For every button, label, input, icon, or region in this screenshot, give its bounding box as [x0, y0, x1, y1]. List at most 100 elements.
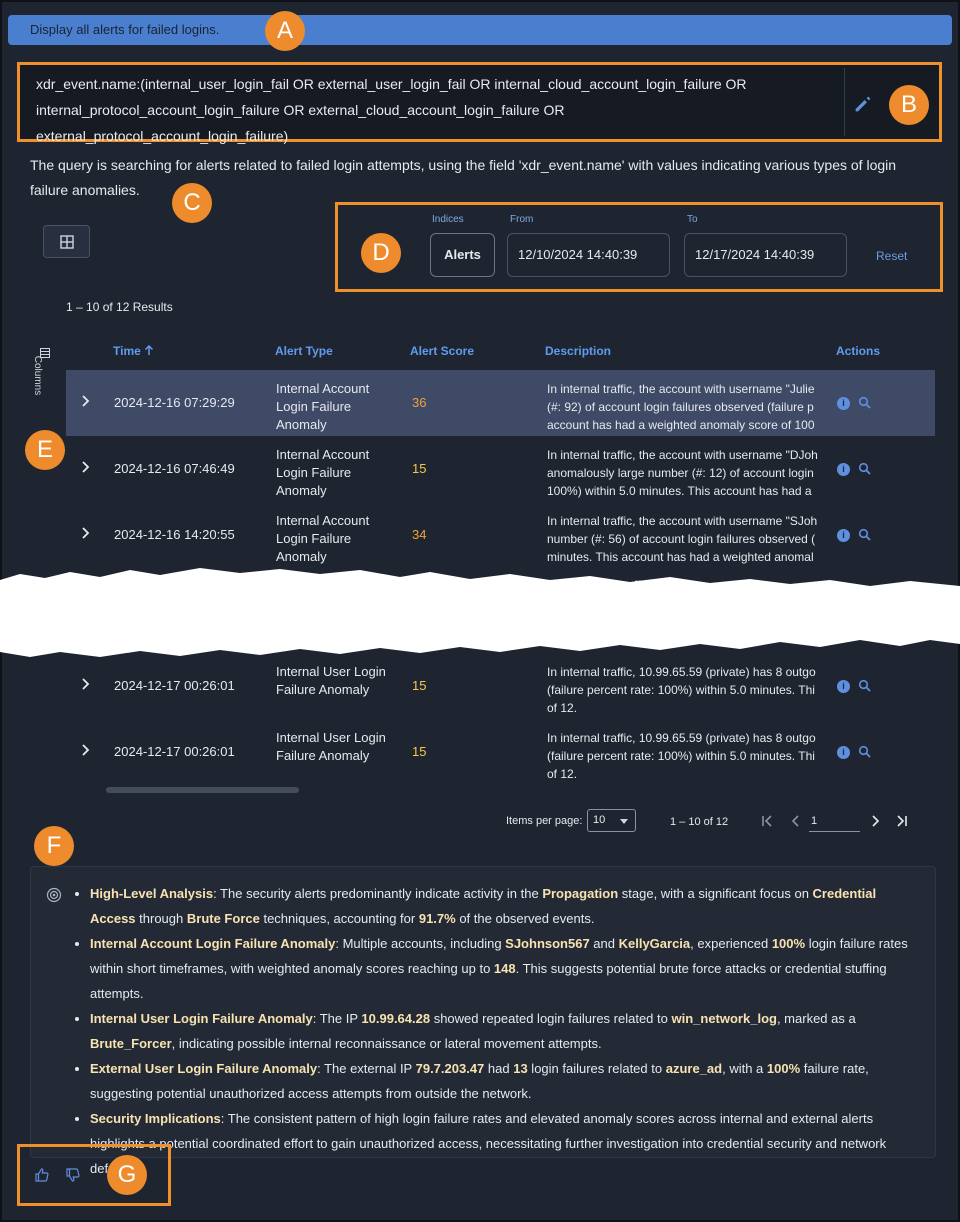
row-description: In internal traffic, the account with us…: [547, 446, 827, 500]
description-line: 100%) within 5.0 minutes. This account h…: [547, 484, 812, 498]
column-header-time[interactable]: Time: [113, 344, 154, 358]
chevron-right-icon[interactable]: [80, 394, 90, 408]
items-per-page-select[interactable]: 10: [587, 809, 636, 832]
row-alert-score: 15: [412, 461, 427, 476]
first-page-icon[interactable]: [760, 814, 774, 828]
column-header-label: Time: [113, 344, 141, 358]
chevron-right-icon[interactable]: [80, 526, 90, 540]
chevron-right-icon[interactable]: [80, 460, 90, 474]
items-per-page-label: Items per page:: [506, 815, 583, 827]
description-line: of 12.: [547, 701, 578, 715]
ai-sparkle-icon: [46, 887, 62, 903]
summary-text: through: [135, 911, 187, 926]
summary-text: : The security alerts predominantly indi…: [213, 886, 543, 901]
column-header-alert-type[interactable]: Alert Type: [275, 344, 333, 358]
reset-button[interactable]: Reset: [876, 249, 908, 263]
summary-highlight: Brute Force: [186, 911, 260, 926]
info-icon[interactable]: i: [837, 746, 850, 759]
last-page-icon[interactable]: [895, 814, 909, 828]
summary-highlight: Propagation: [542, 886, 619, 901]
search-icon[interactable]: [858, 528, 872, 542]
search-icon[interactable]: [858, 745, 872, 759]
table-row[interactable]: 2024-12-17 00:26:01 Internal User Login …: [66, 653, 935, 719]
column-header-alert-score[interactable]: Alert Score: [410, 344, 475, 358]
summary-text: and: [589, 936, 619, 951]
to-date-input[interactable]: 12/17/2024 14:40:39: [684, 233, 847, 277]
callout-badge-a: A: [265, 11, 305, 51]
search-icon[interactable]: [858, 396, 872, 410]
table-row[interactable]: 2024-12-16 14:20:55 Internal Account Log…: [66, 502, 935, 568]
query-explanation: The query is searching for alerts relate…: [30, 157, 897, 198]
thumbs-up-icon[interactable]: [34, 1167, 50, 1183]
table-row[interactable]: 2024-12-17 00:26:01 Internal User Login …: [66, 719, 935, 785]
summary-item-title: Internal User Login Failure Anomaly: [90, 1011, 313, 1026]
description-line: (#: 92) of account login failures observ…: [547, 400, 814, 414]
summary-highlight: 148: [493, 961, 516, 976]
column-header-description[interactable]: Description: [545, 344, 612, 358]
next-page-icon[interactable]: [868, 814, 882, 828]
query-line: internal_protocol_account_login_failure …: [36, 102, 565, 118]
row-description: In internal traffic, 10.99.65.59 (privat…: [547, 729, 827, 783]
thumbs-down-icon[interactable]: [65, 1167, 81, 1183]
summary-text: : The consistent pattern of high login f…: [90, 1111, 887, 1176]
query-text[interactable]: xdr_event.name:(internal_user_login_fail…: [36, 71, 836, 149]
sort-ascending-icon: [145, 344, 154, 355]
row-alert-score: 34: [412, 527, 427, 542]
summary-text: of the observed events.: [455, 911, 595, 926]
summary-text: login failure rates within short timefra…: [90, 936, 908, 976]
summary-highlight: 100%: [771, 936, 806, 951]
row-alert-score: 36: [412, 395, 427, 410]
torn-page-break: [0, 568, 960, 657]
column-header-actions: Actions: [836, 344, 881, 358]
page-number-input[interactable]: 1: [809, 812, 860, 832]
description-line: account has had a weighted anomaly score…: [547, 418, 815, 432]
from-label: From: [510, 214, 534, 225]
indices-select[interactable]: Alerts: [430, 233, 495, 277]
description-line: minutes. This account has had a weighted…: [547, 550, 814, 564]
info-icon[interactable]: i: [837, 529, 850, 542]
table-row[interactable]: 2024-12-16 07:46:49 Internal Account Log…: [66, 436, 935, 502]
previous-page-icon[interactable]: [789, 814, 803, 828]
search-icon[interactable]: [858, 462, 872, 476]
indices-label: Indices: [432, 214, 464, 225]
columns-tab[interactable]: Columns: [32, 346, 54, 410]
info-icon[interactable]: i: [837, 397, 850, 410]
ai-summary-panel: High-Level Analysis: The security alerts…: [30, 866, 936, 1176]
summary-text: : The external IP: [317, 1061, 416, 1076]
table-row[interactable]: 2024-12-16 07:29:29 Internal Account Log…: [66, 370, 935, 436]
summary-highlight: azure_ad: [665, 1061, 723, 1076]
summary-item: Internal Account Login Failure Anomaly: …: [90, 931, 920, 1006]
query-line: external_protocol_account_login_failure): [36, 128, 289, 144]
summary-list: High-Level Analysis: The security alerts…: [90, 881, 920, 1181]
chevron-right-icon[interactable]: [80, 743, 90, 757]
callout-badge-c: C: [172, 183, 212, 223]
row-alert-type: Internal Account Login Failure Anomaly: [276, 513, 370, 564]
info-icon[interactable]: i: [837, 463, 850, 476]
row-alert-type: Internal Account Login Failure Anomaly: [276, 447, 370, 498]
callout-badge-e: E: [25, 430, 65, 470]
summary-text: : Multiple accounts, including: [335, 936, 506, 951]
items-per-page-value: 10: [593, 814, 606, 826]
summary-highlight: SJohnson567: [505, 936, 590, 951]
summary-highlight: KellyGarcia: [618, 936, 691, 951]
search-icon[interactable]: [858, 679, 872, 693]
page-range: 1 – 10 of 12: [670, 816, 729, 828]
description-line: number (#: 56) of account login failures…: [547, 532, 816, 546]
info-icon[interactable]: i: [837, 680, 850, 693]
summary-item: External User Login Failure Anomaly: The…: [90, 1056, 920, 1106]
results-count: 1 – 10 of 12 Results: [66, 300, 173, 314]
summary-highlight: Credential Access: [90, 886, 877, 926]
summary-item-title: High-Level Analysis: [90, 886, 214, 901]
summary-text: login failures related to: [527, 1061, 666, 1076]
summary-highlight: 13: [513, 1061, 528, 1076]
filter-box: Indices Alerts From 12/10/2024 14:40:39 …: [335, 202, 943, 292]
description-line: In internal traffic, the account with us…: [547, 448, 818, 462]
feedback-box: [17, 1144, 171, 1206]
from-date-input[interactable]: 12/10/2024 14:40:39: [507, 233, 670, 277]
summary-item: High-Level Analysis: The security alerts…: [90, 881, 920, 931]
summary-highlight: Brute_Forcer: [90, 1036, 172, 1051]
chevron-right-icon[interactable]: [80, 677, 90, 691]
grid-view-button[interactable]: [43, 225, 90, 258]
horizontal-scrollbar[interactable]: [106, 787, 299, 793]
pencil-icon[interactable]: [852, 93, 874, 115]
